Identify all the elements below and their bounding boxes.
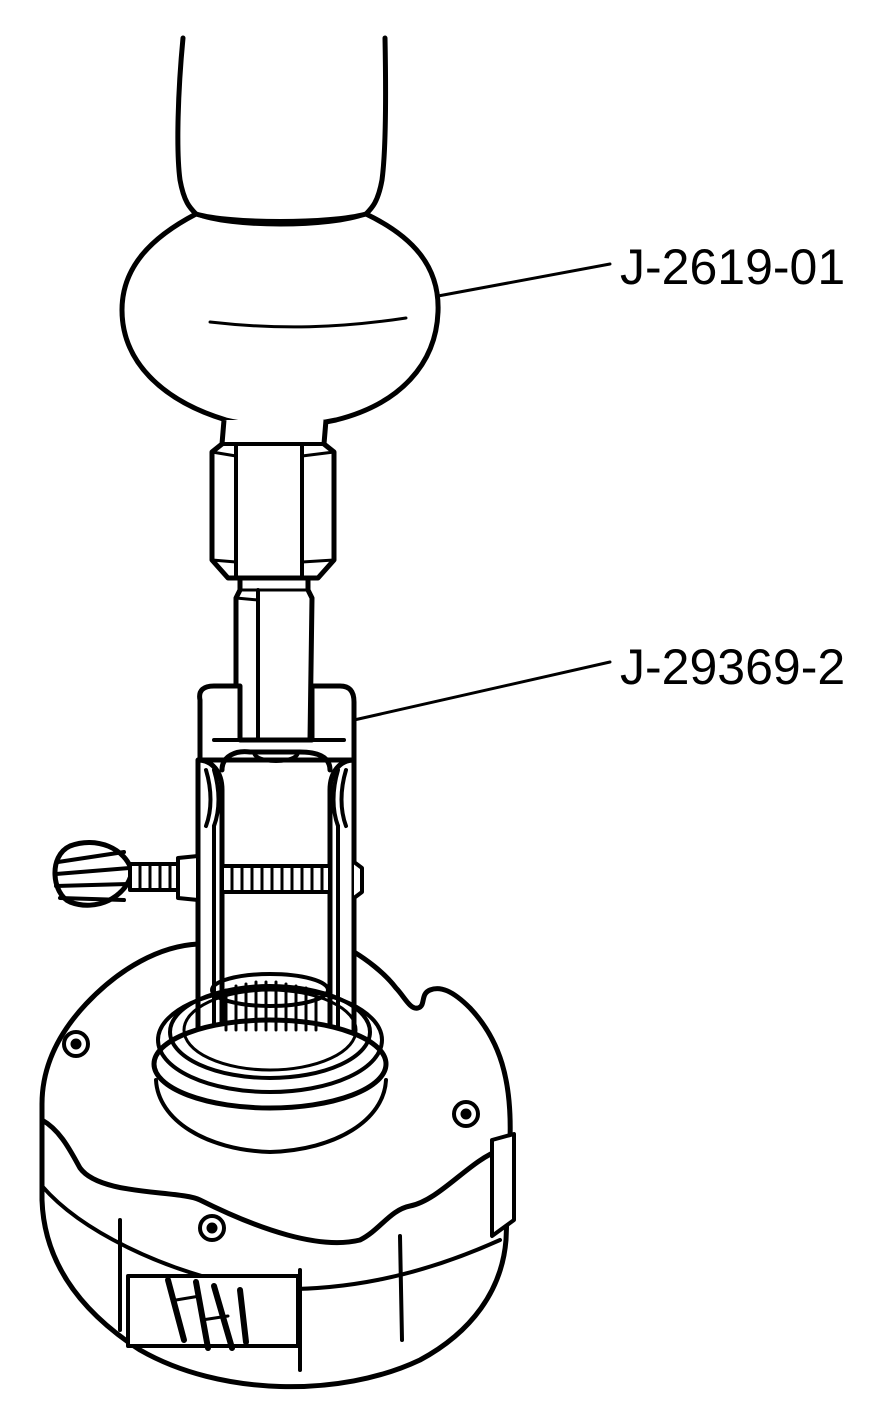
bolt-holes <box>62 1030 480 1242</box>
cross-screw <box>220 864 332 894</box>
thumb-screw <box>52 840 200 908</box>
slide-hammer-weight <box>119 211 441 429</box>
bearing-bore <box>151 972 389 1111</box>
needle-bearing <box>210 972 330 1032</box>
transmission-housing <box>39 941 516 1390</box>
callout-slide-hammer: J-2619-01 <box>436 239 845 298</box>
leader-line <box>436 262 612 298</box>
label-plate <box>126 1274 300 1351</box>
callout-label: J-2619-01 <box>620 239 845 295</box>
leader-line <box>352 660 612 722</box>
callout-bearing-remover: J-29369-2 <box>352 639 845 722</box>
bearing-remover <box>195 683 364 1053</box>
slide-hammer <box>119 35 441 743</box>
slide-hammer-shaft <box>175 35 389 217</box>
hex-coupling <box>209 419 337 581</box>
hex-adapter <box>233 575 315 743</box>
callout-label: J-29369-2 <box>620 639 845 695</box>
